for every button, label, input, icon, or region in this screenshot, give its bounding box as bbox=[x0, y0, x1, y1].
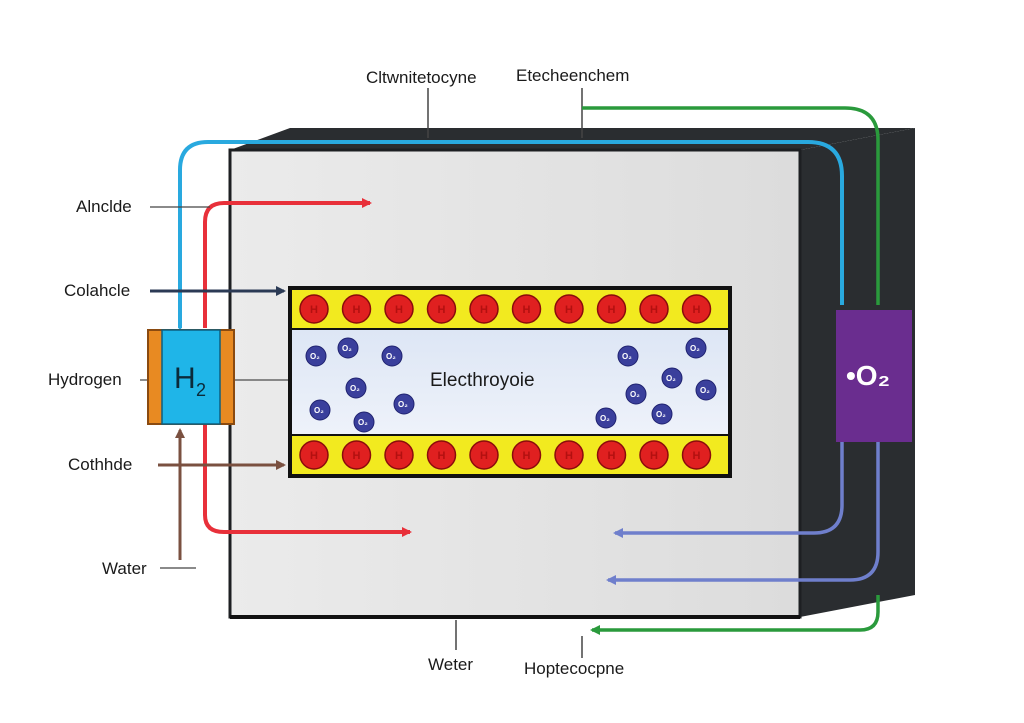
bottom-ion bbox=[511, 440, 542, 470]
oxygen-particle bbox=[305, 345, 327, 367]
h2-main-text: H bbox=[174, 362, 196, 395]
oxygen-particle bbox=[651, 403, 673, 425]
oxygen-particle-label: O₂ bbox=[622, 352, 632, 361]
oxygen-particle-label: O₂ bbox=[630, 390, 640, 399]
top-ion bbox=[341, 294, 372, 324]
h2-box-inner bbox=[161, 329, 221, 425]
top-ion bbox=[511, 294, 542, 324]
top-ion bbox=[299, 294, 329, 324]
oxygen-particle-label: O₂ bbox=[314, 406, 324, 415]
top-ion bbox=[681, 294, 712, 324]
oxygen-particle-label: O₂ bbox=[386, 352, 396, 361]
label-catalyst: Colahcle bbox=[64, 281, 131, 300]
casing-top bbox=[230, 128, 915, 150]
oxygen-particle-label: O₂ bbox=[600, 414, 610, 423]
o2-box bbox=[836, 310, 912, 442]
bottom-ion bbox=[384, 440, 414, 470]
top-ion-label: H bbox=[310, 304, 318, 316]
oxygen-particle bbox=[309, 399, 331, 421]
o2-text: •O₂ bbox=[846, 360, 890, 391]
oxygen-particle bbox=[625, 383, 647, 405]
bottom-ion-label: H bbox=[353, 450, 361, 462]
bottom-ion-label: H bbox=[693, 450, 701, 462]
oxygen-particle-group: O₂ O₂ O₂ O₂ O₂ O₂ O₂ O₂ O₂ O₂ O₂ O₂ O₂ O₂ bbox=[305, 337, 717, 433]
top-ion bbox=[639, 294, 669, 324]
hydrogen-flow-line bbox=[175, 140, 844, 336]
bottom-ion bbox=[426, 440, 457, 470]
top-ion-label: H bbox=[608, 304, 616, 316]
top-ion-label: H bbox=[565, 304, 573, 316]
electrolyte-label: Electhroyoie bbox=[430, 370, 535, 391]
top-ion-label: H bbox=[523, 304, 531, 316]
oxygen-particle-label: O₂ bbox=[342, 344, 352, 353]
top-ion-label: H bbox=[693, 304, 701, 316]
red-flow-bottom bbox=[203, 425, 412, 537]
oxygen-particle-label: O₂ bbox=[700, 386, 710, 395]
bottom-ion bbox=[681, 440, 712, 470]
top-ion-label: H bbox=[395, 304, 403, 316]
oxygen-particle bbox=[617, 345, 639, 367]
oxygen-particle bbox=[345, 377, 367, 399]
bottom-ion-label: H bbox=[650, 450, 658, 462]
bottom-ion bbox=[554, 440, 584, 470]
bottom-ion-label: H bbox=[565, 450, 573, 462]
oxygen-particle bbox=[381, 345, 403, 367]
label-top-left: Cltwnitetocyne bbox=[366, 68, 477, 87]
oxygen-particle bbox=[353, 411, 375, 433]
oxygen-particle bbox=[661, 367, 683, 389]
h2-sub-text: 2 bbox=[196, 380, 206, 400]
return-flow-upper bbox=[613, 440, 844, 538]
oxygen-particle-label: O₂ bbox=[350, 384, 360, 393]
oxygen-particle-label: O₂ bbox=[310, 352, 320, 361]
bottom-ion-label: H bbox=[608, 450, 616, 462]
label-water-left: Water bbox=[102, 559, 147, 578]
oxygen-particle-label: O₂ bbox=[656, 410, 666, 419]
bottom-ion-label: H bbox=[438, 450, 446, 462]
label-hydrogen: Hydrogen bbox=[48, 370, 122, 389]
label-bottom-right: Hoptecocpne bbox=[524, 659, 625, 678]
top-ion-label: H bbox=[650, 304, 658, 316]
oxygen-tank: •O₂ bbox=[836, 310, 912, 442]
oxygen-outlet-line bbox=[590, 595, 880, 635]
oxygen-particle-label: O₂ bbox=[666, 374, 676, 383]
bottom-ion bbox=[341, 440, 372, 470]
oxygen-particle bbox=[685, 337, 707, 359]
top-ion bbox=[554, 294, 584, 324]
oxygen-particle bbox=[337, 337, 359, 359]
top-ion bbox=[384, 294, 414, 324]
oxygen-particle-label: O₂ bbox=[398, 400, 408, 409]
oxygen-particle bbox=[393, 393, 415, 415]
label-top-right: Etecheenchem bbox=[516, 66, 630, 85]
oxygen-particle bbox=[595, 407, 617, 429]
oxygen-inlet-line bbox=[582, 106, 880, 305]
label-water-bottom: Weter bbox=[428, 655, 474, 674]
label-anode: Alnclde bbox=[76, 197, 132, 216]
bottom-ion bbox=[299, 440, 329, 470]
oxygen-particle-label: O₂ bbox=[690, 344, 700, 353]
oxygen-particle bbox=[695, 379, 717, 401]
bottom-ion-label: H bbox=[480, 450, 488, 462]
hydrogen-tank: H 2 bbox=[147, 329, 235, 425]
bottom-ion-label: H bbox=[310, 450, 318, 462]
bottom-ion-label: H bbox=[523, 450, 531, 462]
return-flow-lower bbox=[606, 440, 880, 585]
oxygen-particle-label: O₂ bbox=[358, 418, 368, 427]
bottom-ion bbox=[469, 440, 499, 470]
label-cathode: Cothhde bbox=[68, 455, 133, 474]
red-flow-top bbox=[203, 198, 372, 328]
bottom-ion bbox=[639, 440, 669, 470]
top-ion-label: H bbox=[438, 304, 446, 316]
top-ion bbox=[596, 294, 627, 324]
top-ion bbox=[426, 294, 457, 324]
top-ion bbox=[469, 294, 499, 324]
bottom-ion bbox=[596, 440, 627, 470]
top-ion-label: H bbox=[353, 304, 361, 316]
bottom-ion-label: H bbox=[395, 450, 403, 462]
top-ion-label: H bbox=[480, 304, 488, 316]
